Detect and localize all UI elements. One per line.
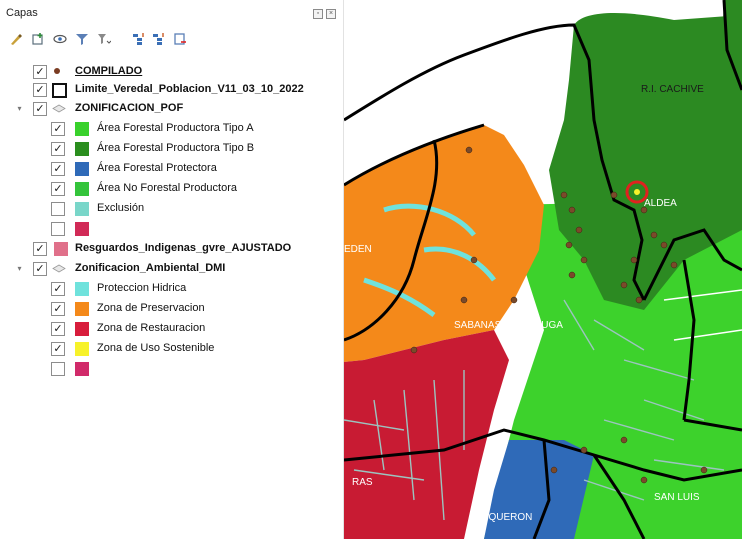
highlight-circle: [625, 180, 649, 204]
class-zona-restauracion[interactable]: ✓ Zona de Restauracion: [0, 319, 343, 339]
group-zonificacion-pof[interactable]: ▾ ✓ ZONIFICACION_POF: [0, 99, 343, 119]
layer-resguardos-indigenas[interactable]: ✓ Resguardos_Indigenas_gvre_AJUSTADO: [0, 239, 343, 259]
map-label-ras: RAS: [352, 477, 373, 488]
filter-by-expression-icon[interactable]: [96, 31, 112, 47]
layer-group-icon: [52, 104, 66, 113]
layer-visibility-checkbox[interactable]: ✓: [33, 83, 47, 97]
streams-teal: [363, 203, 496, 318]
legend-swatch: [75, 222, 89, 236]
class-label: Área No Forestal Productora: [97, 182, 238, 194]
panel-title: Capas: [6, 7, 38, 19]
layer-label: Resguardos_Indigenas_gvre_AJUSTADO: [75, 242, 292, 254]
collapse-chevron-icon[interactable]: ▾: [17, 264, 22, 273]
layer-visibility-checkbox[interactable]: ✓: [33, 262, 47, 276]
legend-swatch: [75, 162, 89, 176]
map-canvas[interactable]: R.I. CACHIVE EDEN SABANAS DE LA FUGA SAN…: [344, 0, 742, 539]
legend-swatch: [54, 242, 68, 256]
layer-compilado[interactable]: ✓ COMPILADO: [0, 62, 343, 82]
layer-label: COMPILADO: [75, 65, 143, 77]
class-label: Área Forestal Protectora: [97, 162, 217, 174]
layers-panel: Capas ▫ × ✓ C: [0, 0, 343, 539]
panel-header: Capas ▫ ×: [0, 0, 343, 26]
outline-symbol-icon: [52, 83, 67, 98]
class-area-no-forestal-productora[interactable]: ✓ Área No Forestal Productora: [0, 179, 343, 199]
boundary-lines: [344, 0, 742, 539]
class-label: Zona de Uso Sostenible: [97, 342, 215, 354]
manage-map-themes-icon[interactable]: [52, 31, 68, 47]
class-zona-preservacion[interactable]: ✓ Zona de Preservacion: [0, 299, 343, 319]
zone-dark-green: [549, 13, 742, 311]
layer-label: ZONIFICACION_POF: [75, 102, 184, 114]
class-visibility-checkbox[interactable]: ✓: [51, 302, 65, 316]
legend-swatch: [75, 142, 89, 156]
legend-swatch: [75, 282, 89, 296]
legend-swatch: [75, 342, 89, 356]
zone-blue: [484, 440, 594, 539]
filter-legend-icon[interactable]: [74, 31, 90, 47]
group-zonificacion-ambiental-dmi[interactable]: ▾ ✓ Zonificacion_Ambiental_DMI: [0, 259, 343, 279]
close-icon[interactable]: ×: [326, 9, 336, 19]
map-label-eden: EDEN: [344, 244, 372, 255]
legend-swatch: [75, 202, 89, 216]
class-exclusion[interactable]: Exclusión: [0, 199, 343, 219]
layer-label: Zonificacion_Ambiental_DMI: [75, 262, 226, 274]
layer-group-icon: [52, 264, 66, 273]
class-label: Área Forestal Productora Tipo A: [97, 122, 254, 134]
highlight-point: [634, 189, 640, 195]
legend-swatch: [75, 302, 89, 316]
class-visibility-checkbox[interactable]: ✓: [51, 282, 65, 296]
point-symbol-icon: [54, 68, 60, 74]
legend-swatch: [75, 182, 89, 196]
layer-visibility-checkbox[interactable]: ✓: [33, 102, 47, 116]
layer-label: Limite_Veredal_Poblacion_V11_03_10_2022: [75, 83, 304, 95]
map-label-boqueron: BOQUERON: [474, 512, 532, 523]
class-visibility-checkbox[interactable]: [51, 362, 65, 376]
collapse-all-icon[interactable]: [150, 31, 166, 47]
map-label-sabanas: SABANAS DE LA FUGA: [454, 320, 563, 331]
class-visibility-checkbox[interactable]: ✓: [51, 342, 65, 356]
restore-icon[interactable]: ▫: [313, 9, 323, 19]
class-label: Proteccion Hidrica: [97, 282, 187, 294]
legend-swatch: [75, 322, 89, 336]
compilado-points: [410, 146, 708, 484]
class-other[interactable]: [0, 359, 343, 379]
map-svg[interactable]: R.I. CACHIVE EDEN SABANAS DE LA FUGA SAN…: [344, 0, 742, 539]
class-label: Exclusión: [97, 202, 145, 214]
layer-limite-veredal[interactable]: ✓ Limite_Veredal_Poblacion_V11_03_10_202…: [0, 80, 343, 100]
class-label: Zona de Preservacion: [97, 302, 205, 314]
zone-red: [344, 330, 509, 539]
legend-swatch: [75, 362, 89, 376]
class-visibility-checkbox[interactable]: ✓: [51, 122, 65, 136]
white-streams: [663, 289, 742, 341]
collapse-chevron-icon[interactable]: ▾: [17, 104, 22, 113]
layer-visibility-checkbox[interactable]: ✓: [33, 65, 47, 79]
remove-layer-icon[interactable]: [172, 31, 188, 47]
class-visibility-checkbox[interactable]: [51, 202, 65, 216]
map-label-san-luis: SAN LUIS: [654, 492, 700, 503]
class-visibility-checkbox[interactable]: [51, 222, 65, 236]
class-proteccion-hidrica[interactable]: ✓ Proteccion Hidrica: [0, 279, 343, 299]
class-visibility-checkbox[interactable]: ✓: [51, 142, 65, 156]
legend-swatch: [75, 122, 89, 136]
panel-divider[interactable]: [343, 0, 344, 539]
class-label: Zona de Restauracion: [97, 322, 206, 334]
class-area-forestal-productora-a[interactable]: ✓ Área Forestal Productora Tipo A: [0, 119, 343, 139]
map-label-ri-cachive: R.I. CACHIVE: [641, 84, 704, 95]
class-other[interactable]: [0, 219, 343, 239]
layer-visibility-checkbox[interactable]: ✓: [33, 242, 47, 256]
layers-toolbar: [0, 28, 343, 50]
add-group-icon[interactable]: [30, 31, 46, 47]
expand-all-icon[interactable]: [130, 31, 146, 47]
open-layer-styling-icon[interactable]: [8, 31, 24, 47]
class-area-forestal-protectora[interactable]: ✓ Área Forestal Protectora: [0, 159, 343, 179]
class-area-forestal-productora-b[interactable]: ✓ Área Forestal Productora Tipo B: [0, 139, 343, 159]
class-visibility-checkbox[interactable]: ✓: [51, 322, 65, 336]
class-visibility-checkbox[interactable]: ✓: [51, 162, 65, 176]
class-zona-uso-sostenible[interactable]: ✓ Zona de Uso Sostenible: [0, 339, 343, 359]
map-label-aldea: ALDEA: [644, 198, 677, 209]
class-visibility-checkbox[interactable]: ✓: [51, 182, 65, 196]
class-label: Área Forestal Productora Tipo B: [97, 142, 255, 154]
